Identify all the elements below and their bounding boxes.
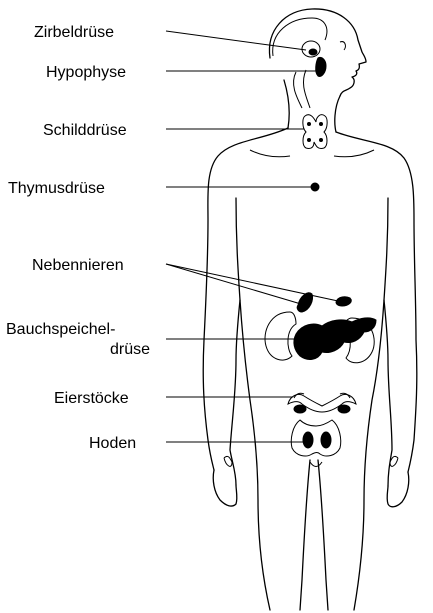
- chest-contour: [250, 150, 374, 157]
- label-eierstoecke: Eierstöcke: [54, 390, 129, 407]
- label-thymusdruese: Thymusdrüse: [8, 180, 105, 197]
- adrenal-left: [297, 293, 312, 312]
- head-outline: [269, 9, 366, 96]
- arm-right-inner: [384, 198, 392, 486]
- label-bauchspeichel-line2: drüse: [110, 341, 150, 358]
- labels: Zirbeldrüse Hypophyse Schilddrüse Thymus…: [6, 24, 150, 452]
- label-hoden: Hoden: [89, 435, 136, 452]
- body-outline: [203, 9, 417, 610]
- leg-left-outer: [240, 300, 270, 610]
- leader-zirbeldruese: [166, 31, 306, 50]
- ovaries-uterus: [288, 393, 356, 413]
- pituitary-gland: [316, 57, 326, 76]
- kidney-left: [265, 312, 296, 360]
- leg-right-outer: [354, 300, 384, 610]
- brain-inner: [273, 18, 327, 56]
- testes: [291, 420, 340, 467]
- pineal-gland-core: [309, 49, 317, 55]
- glands: [265, 41, 376, 467]
- label-schilddruese: Schilddrüse: [43, 122, 127, 139]
- torso-left: [203, 128, 288, 470]
- thumb-left: [224, 456, 232, 466]
- hand-right: [387, 472, 409, 507]
- ear: [340, 42, 345, 50]
- label-nebennieren: Nebennieren: [32, 257, 124, 274]
- label-bauchspeichel-line1: Bauchspeichel-: [6, 321, 115, 338]
- leader-lines: [166, 31, 338, 442]
- adrenal-right: [336, 297, 351, 306]
- leg-left-inner: [300, 460, 310, 610]
- thyroid-gland: [303, 115, 327, 149]
- leader-nebennieren-b: [166, 264, 338, 301]
- leg-right-inner: [318, 460, 328, 610]
- brain-stem: [294, 70, 310, 108]
- neck-left: [284, 80, 289, 128]
- neck-right: [335, 96, 340, 132]
- label-zirbeldruese: Zirbeldrüse: [34, 24, 114, 41]
- thymus-gland: [311, 183, 319, 191]
- hand-left: [213, 470, 237, 506]
- label-hypophyse: Hypophyse: [46, 64, 126, 81]
- leader-nebennieren-a: [166, 264, 301, 304]
- pancreas: [294, 318, 376, 360]
